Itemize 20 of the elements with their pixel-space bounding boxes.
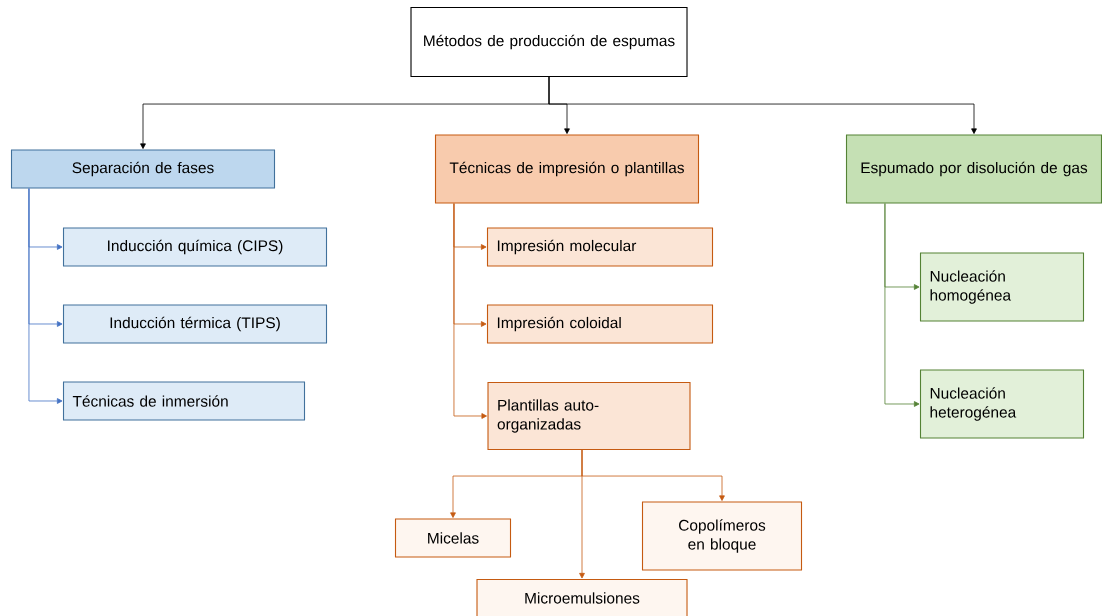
method-box: Técnicas de inmersión (62, 381, 306, 421)
arrow (884, 203, 920, 407)
arrow (548, 76, 977, 134)
arrow (581, 449, 725, 501)
method-box: Nucleación homogénea (919, 252, 1085, 322)
category-box: Técnicas de impresión o plantillas (434, 134, 700, 204)
template-box: Microemulsiones (476, 578, 688, 616)
title-box: Métodos de producción de espumas (410, 6, 688, 78)
method-box: Impresión coloidal (486, 304, 714, 344)
arrow (453, 203, 487, 419)
category-box: Espumado por disolución de gas (845, 134, 1102, 204)
arrow (28, 188, 63, 404)
method-box: Inducción térmica (TIPS) (62, 304, 328, 344)
method-box: Nucleación heterogénea (919, 369, 1085, 439)
template-box: Copolímeros en bloque (641, 501, 803, 571)
category-box: Separación de fases (10, 149, 276, 189)
method-box: Impresión molecular (486, 227, 714, 267)
method-box: Inducción química (CIPS) (62, 227, 328, 267)
method-box: Plantillas auto-organizadas (487, 381, 691, 451)
template-box: Micelas (394, 518, 512, 558)
